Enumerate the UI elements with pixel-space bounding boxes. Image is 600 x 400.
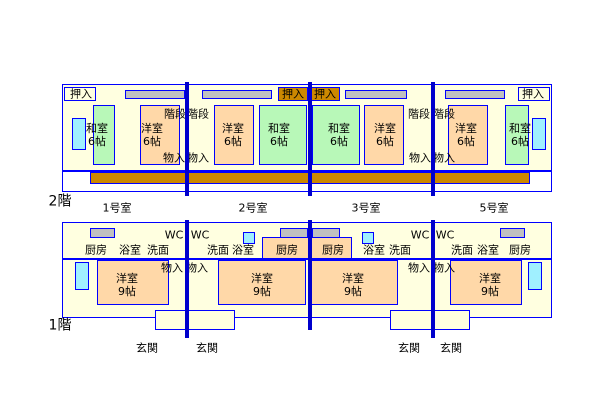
stairs-label: 階段 bbox=[433, 107, 455, 121]
kitchen-label: 厨房 bbox=[85, 243, 107, 257]
tatami-room bbox=[505, 105, 529, 165]
window bbox=[362, 232, 374, 244]
party-wall bbox=[185, 220, 189, 338]
tatami-room bbox=[312, 105, 360, 165]
entrance-area bbox=[155, 310, 235, 330]
closet-1 bbox=[64, 87, 96, 101]
kitchen-counter bbox=[500, 228, 525, 238]
entrance-label: 玄関 bbox=[440, 341, 462, 355]
party-wall bbox=[431, 220, 435, 338]
entrance-area bbox=[390, 310, 470, 330]
western-room bbox=[214, 105, 254, 165]
kitchen-label: 厨房 bbox=[322, 243, 344, 257]
bath-label: 浴室 bbox=[232, 243, 254, 257]
storage-label: 物入 bbox=[433, 151, 455, 165]
closet-4 bbox=[518, 87, 550, 101]
floor-label-2f: 2階 bbox=[48, 193, 72, 210]
floor-label-1f: 1階 bbox=[48, 317, 72, 334]
entrance-label: 玄関 bbox=[398, 341, 420, 355]
stairs-label: 階段 bbox=[408, 107, 430, 121]
window bbox=[75, 262, 89, 290]
bath-label: 浴室 bbox=[363, 243, 385, 257]
party-wall bbox=[308, 82, 312, 196]
entrance-label: 玄関 bbox=[196, 341, 218, 355]
western-room-9 bbox=[310, 260, 398, 305]
storage-label: 物入 bbox=[163, 151, 185, 165]
storage-label: 物入 bbox=[187, 151, 209, 165]
closet-2 bbox=[278, 87, 308, 101]
western-room bbox=[140, 105, 180, 165]
storage-label: 物入 bbox=[409, 151, 431, 165]
western-room-9 bbox=[97, 260, 169, 305]
storage-label: 物入 bbox=[408, 261, 430, 275]
stairs-label: 階段 bbox=[164, 107, 186, 121]
kitchen-counter bbox=[90, 228, 115, 238]
wc-label: WC bbox=[190, 228, 210, 242]
storage-label: 物入 bbox=[161, 261, 183, 275]
closet-label: 押入 bbox=[314, 87, 336, 101]
washroom-label: 洗面 bbox=[147, 243, 169, 257]
unit-label: 3号室 bbox=[351, 201, 381, 215]
tatami-room bbox=[93, 105, 115, 165]
washroom-label: 洗面 bbox=[451, 243, 473, 257]
storage-label: 物入 bbox=[186, 261, 208, 275]
party-wall bbox=[431, 82, 435, 196]
tatami-room bbox=[259, 105, 307, 165]
storage-label: 物入 bbox=[433, 261, 455, 275]
window bbox=[72, 118, 86, 150]
western-room-9 bbox=[450, 260, 522, 305]
unit-label: 2号室 bbox=[238, 201, 268, 215]
closet-label: 押入 bbox=[522, 87, 544, 101]
closet-label: 押入 bbox=[282, 87, 304, 101]
western-room bbox=[364, 105, 404, 165]
kitchen-floor bbox=[262, 237, 352, 259]
kitchen-label: 厨房 bbox=[276, 243, 298, 257]
western-room-9 bbox=[218, 260, 306, 305]
washroom-label: 洗面 bbox=[207, 243, 229, 257]
unit-label: 5号室 bbox=[479, 201, 509, 215]
entrance-label: 玄関 bbox=[136, 341, 158, 355]
wc-label: WC bbox=[410, 228, 430, 242]
upper-balcony-rail bbox=[62, 170, 552, 192]
wc-label: WC bbox=[435, 228, 455, 242]
upper-strip bbox=[345, 90, 407, 99]
upper-strip bbox=[125, 90, 185, 99]
stairs-label: 階段 bbox=[187, 107, 209, 121]
wc-label: WC bbox=[164, 228, 184, 242]
window bbox=[532, 118, 546, 150]
bath-label: 浴室 bbox=[119, 243, 141, 257]
window bbox=[243, 232, 255, 244]
unit-label: 1号室 bbox=[102, 201, 132, 215]
western-room bbox=[448, 105, 488, 165]
upper-strip bbox=[445, 90, 505, 99]
party-wall bbox=[308, 220, 312, 330]
party-wall bbox=[185, 82, 189, 196]
washroom-label: 洗面 bbox=[389, 243, 411, 257]
kitchen-label: 厨房 bbox=[509, 243, 531, 257]
window bbox=[528, 262, 542, 290]
bath-label: 浴室 bbox=[477, 243, 499, 257]
upper-strip bbox=[202, 90, 272, 99]
closet-label: 押入 bbox=[70, 87, 92, 101]
